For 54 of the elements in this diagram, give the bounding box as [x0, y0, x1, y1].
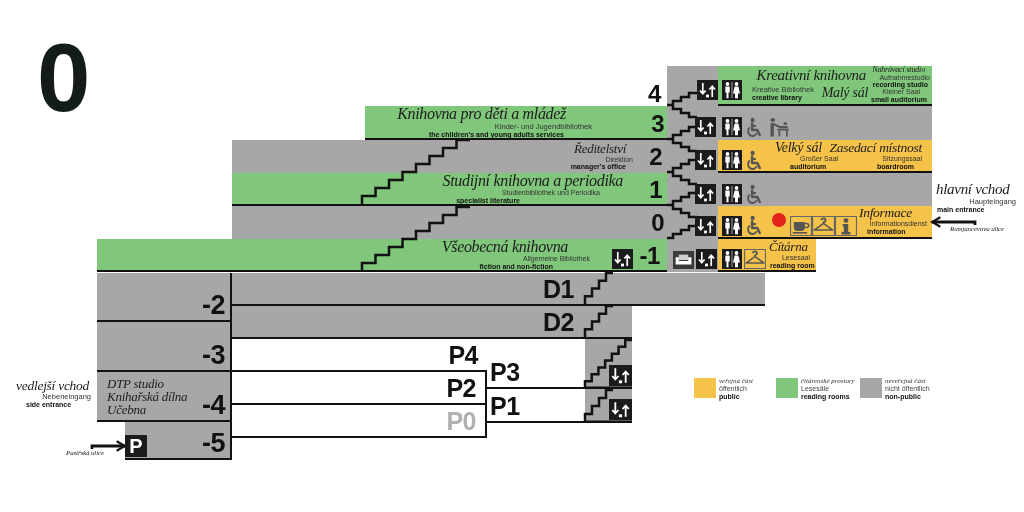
entrance-label: vedlejší vchod — [16, 379, 90, 393]
floor-number: 1 — [649, 178, 662, 202]
floor-band — [232, 173, 667, 206]
room-name: Zasedací místnost — [829, 141, 922, 155]
floor-number: P0 — [446, 409, 476, 434]
floor-band — [232, 140, 667, 173]
arrow — [930, 216, 977, 228]
floor-band — [97, 273, 232, 322]
room-name: Učebna — [107, 403, 146, 416]
floor-number: P2 — [446, 376, 476, 401]
floor-band — [232, 306, 632, 339]
floor-band — [365, 106, 667, 140]
floor-number: 2 — [649, 145, 662, 169]
floor-number: P4 — [448, 343, 478, 368]
floor-number: 0 — [651, 211, 664, 235]
floor-number: D2 — [543, 310, 574, 335]
floor-number: 4 — [648, 82, 661, 106]
parking-sign: P — [125, 435, 147, 457]
floor-band — [232, 273, 765, 306]
floor-band — [125, 422, 232, 460]
floor-number: -1 — [639, 244, 660, 268]
room-name: Čítárna — [769, 240, 808, 253]
room-name: Malý sál — [821, 86, 868, 100]
floor-number: D1 — [543, 277, 574, 302]
room-name: Studijní knihovna a periodika — [442, 173, 623, 189]
floor-number: -5 — [202, 430, 225, 457]
parking-level — [232, 372, 487, 405]
room-name: Nahrávací studio — [872, 66, 925, 74]
room-name: Velký sál — [775, 141, 822, 155]
parking-level — [232, 405, 487, 438]
room-name: DTP studio — [107, 377, 164, 390]
floor-band — [97, 322, 232, 372]
floor-band — [232, 206, 667, 239]
floor-number: -4 — [202, 392, 225, 419]
room-name: Ředitelství — [574, 142, 626, 155]
room-name: Kreativní knihovna — [756, 68, 866, 83]
floor-band — [718, 106, 932, 140]
floor-band — [718, 140, 932, 173]
floor-number: P3 — [490, 360, 520, 385]
floor-band — [718, 173, 932, 206]
room-name: Všeobecná knihovna — [441, 239, 568, 255]
floor-band — [97, 372, 232, 422]
entrance-label: hlavní vchod — [936, 182, 1010, 197]
floor-band — [718, 66, 932, 106]
floor-number: P1 — [490, 394, 520, 419]
title: 0 — [37, 30, 91, 126]
floor-number: -2 — [202, 292, 225, 319]
floor-band — [97, 239, 667, 272]
room-name: Knihovna pro děti a mládež — [397, 106, 566, 122]
arrow — [90, 440, 127, 452]
floor-number: 3 — [651, 112, 664, 136]
floor-number: -3 — [202, 342, 225, 369]
room-name: Knihařská dílna — [107, 390, 188, 403]
room-name: Informace — [858, 206, 912, 220]
